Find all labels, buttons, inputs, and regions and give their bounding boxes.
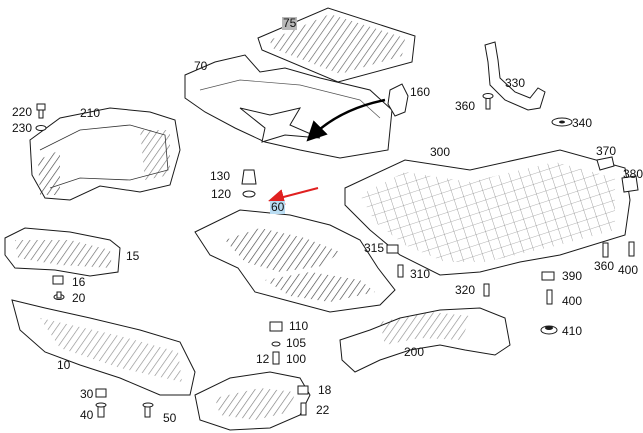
part-105-nut — [271, 341, 281, 347]
callout-120: 120 — [211, 187, 232, 201]
part-330-strut — [482, 41, 573, 127]
callout-300: 300 — [430, 145, 451, 159]
callout-200: 200 — [404, 345, 425, 359]
callout-330: 330 — [505, 76, 526, 90]
part-100-bolt — [272, 351, 280, 365]
part-20-bolt — [53, 291, 65, 300]
callout-320: 320 — [455, 283, 476, 297]
part-50-bolt — [142, 402, 154, 418]
callout-40: 40 — [80, 408, 94, 422]
callout-12: 12 — [256, 352, 270, 366]
part-390-clip — [541, 271, 555, 281]
part-10-front-shield — [11, 299, 196, 396]
part-410-grommet — [540, 325, 558, 335]
callout-75: 75 — [282, 16, 298, 30]
callout-310: 310 — [410, 267, 431, 281]
part-400-bolt-right — [628, 241, 635, 257]
part-220-bolt — [36, 103, 46, 119]
part-320-bolt — [483, 283, 490, 297]
callout-130: 130 — [210, 169, 231, 183]
part-16-clip — [52, 275, 64, 285]
part-300-underbody-panel — [344, 149, 631, 276]
callout-340: 340 — [572, 116, 593, 130]
callout-18: 18 — [318, 383, 332, 397]
part-18-clip — [297, 385, 309, 395]
callout-390: 390 — [562, 269, 583, 283]
part-30-clip — [95, 388, 107, 398]
part-120-washer — [242, 190, 256, 198]
callout-380: 380 — [623, 167, 643, 181]
callout-15: 15 — [126, 249, 140, 263]
callout-105: 105 — [286, 336, 307, 350]
callout-410: 410 — [562, 324, 583, 338]
part-130-nut — [241, 169, 257, 185]
callout-20: 20 — [72, 291, 86, 305]
part-60-engine-shield — [194, 209, 396, 313]
callout-60: 60 — [270, 200, 286, 214]
callout-400-right: 400 — [618, 263, 639, 277]
callout-30: 30 — [80, 387, 94, 401]
callout-210: 210 — [80, 106, 101, 120]
part-22-bolt — [300, 402, 307, 416]
callout-360-top: 360 — [455, 99, 476, 113]
callout-50: 50 — [163, 411, 177, 425]
callout-360-right: 360 — [594, 259, 615, 273]
part-400-bolt-left — [546, 289, 553, 305]
part-15-side-panel — [4, 227, 121, 277]
part-160-bracket — [387, 83, 409, 117]
arrow-black — [306, 98, 386, 142]
part-310-bolt — [397, 264, 404, 278]
callout-10: 10 — [57, 358, 71, 372]
part-110-clip — [269, 321, 283, 332]
callout-22: 22 — [316, 403, 330, 417]
part-210-duct — [29, 107, 181, 201]
arrow-red — [268, 187, 319, 205]
callout-70: 70 — [194, 59, 208, 73]
callout-230: 230 — [12, 121, 33, 135]
callout-16: 16 — [72, 275, 86, 289]
part-370-clip — [596, 156, 615, 171]
callout-400-left: 400 — [562, 294, 583, 308]
part-380-clip — [621, 175, 639, 193]
part-40-bolt — [95, 402, 107, 418]
part-230-washer — [35, 125, 47, 131]
callout-370: 370 — [596, 144, 617, 158]
part-bottom-shield — [194, 371, 311, 431]
callout-220: 220 — [12, 105, 33, 119]
callout-110: 110 — [289, 319, 309, 333]
part-200-heat-shield — [339, 307, 511, 373]
part-360-bolt-right — [602, 242, 609, 258]
part-315-clip — [386, 244, 399, 254]
callout-160: 160 — [410, 85, 431, 99]
callout-315: 315 — [364, 241, 385, 255]
callout-100: 100 — [286, 352, 307, 366]
part-70-upper-shield — [184, 54, 393, 159]
